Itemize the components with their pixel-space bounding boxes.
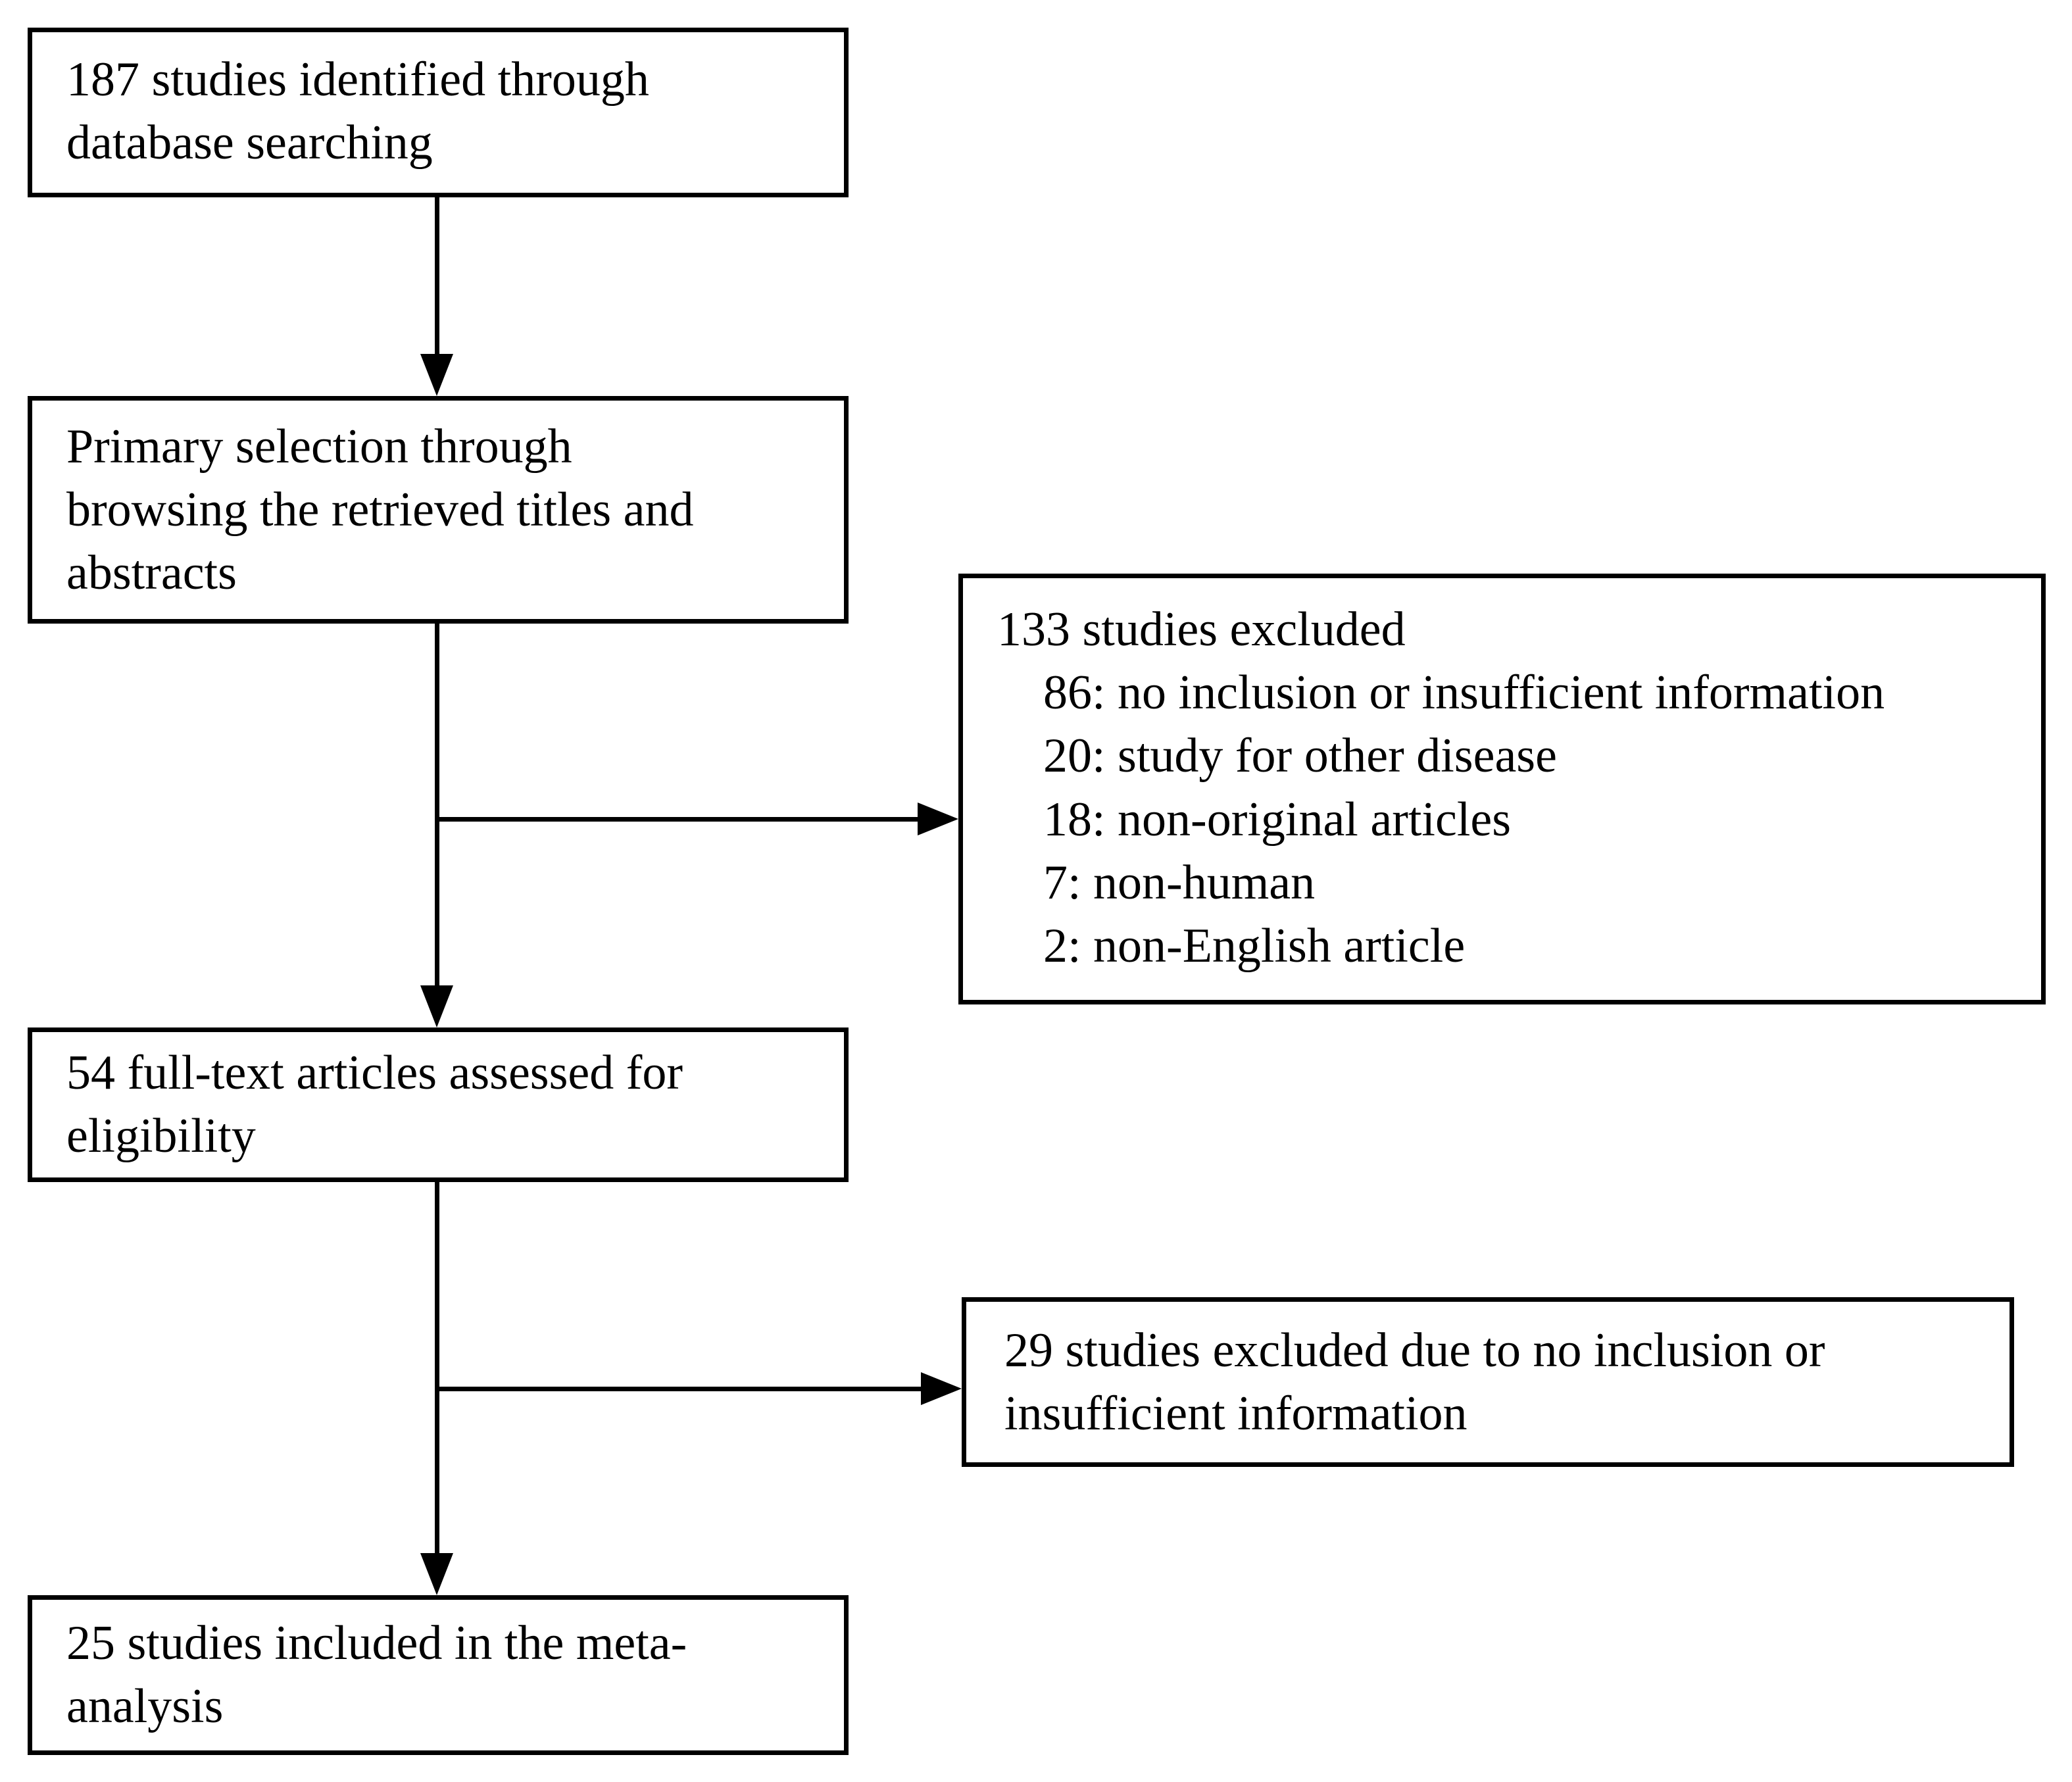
box-text-line: 187 studies identified through xyxy=(66,53,649,107)
arrow-head-right-icon xyxy=(918,803,958,835)
arrow-head-down-icon xyxy=(420,1553,453,1595)
excluded-reason-item: 20: study for other disease xyxy=(1043,729,1557,783)
arrow-line-fulltext-to-included xyxy=(435,1179,439,1554)
box-fulltext-assessed: 54 full-text articles assessed for eligi… xyxy=(28,1027,849,1182)
box-text-line: 25 studies included in the meta- xyxy=(66,1616,687,1670)
arrow-head-down-icon xyxy=(420,985,453,1027)
box-text-line: browsing the retrieved titles and xyxy=(66,483,694,537)
box-text-line: abstracts xyxy=(66,546,237,601)
excluded-reason-item: 86: no inclusion or insufficient informa… xyxy=(1043,666,1885,720)
box-text-line: 54 full-text articles assessed for xyxy=(66,1046,683,1100)
excluded-reason-item: 2: non-English article xyxy=(1043,918,1466,973)
box-text-line: Primary selection through xyxy=(66,420,572,474)
box-studies-identified: 187 studies identified through database … xyxy=(28,28,849,197)
box-text-line: eligibility xyxy=(66,1109,256,1164)
box-included-meta-analysis: 25 studies included in the meta- analysi… xyxy=(28,1595,849,1755)
box-excluded-29: 29 studies excluded due to no inclusion … xyxy=(962,1297,2014,1467)
arrow-line-branch-to-excluded-29 xyxy=(435,1387,925,1391)
excluded-reason-item: 18: non-original articles xyxy=(1043,792,1512,847)
box-text-line: 29 studies excluded due to no inclusion … xyxy=(1004,1324,1825,1377)
box-primary-selection: Primary selection through browsing the r… xyxy=(28,396,849,624)
arrow-head-down-icon xyxy=(420,354,453,396)
arrow-line-identified-to-primary xyxy=(435,197,439,355)
box-text-line: analysis xyxy=(66,1679,224,1734)
box-text-line: database searching xyxy=(66,116,433,170)
arrow-line-branch-to-excluded-133 xyxy=(435,817,922,822)
excluded-title: 133 studies excluded xyxy=(997,603,1406,656)
excluded-reason-item: 7: non-human xyxy=(1043,855,1316,910)
box-text-line: insufficient information xyxy=(1004,1387,1468,1441)
arrow-head-right-icon xyxy=(921,1372,962,1405)
arrow-line-primary-to-fulltext xyxy=(435,621,439,987)
box-excluded-133: 133 studies excluded 86: no inclusion or… xyxy=(958,574,2046,1004)
